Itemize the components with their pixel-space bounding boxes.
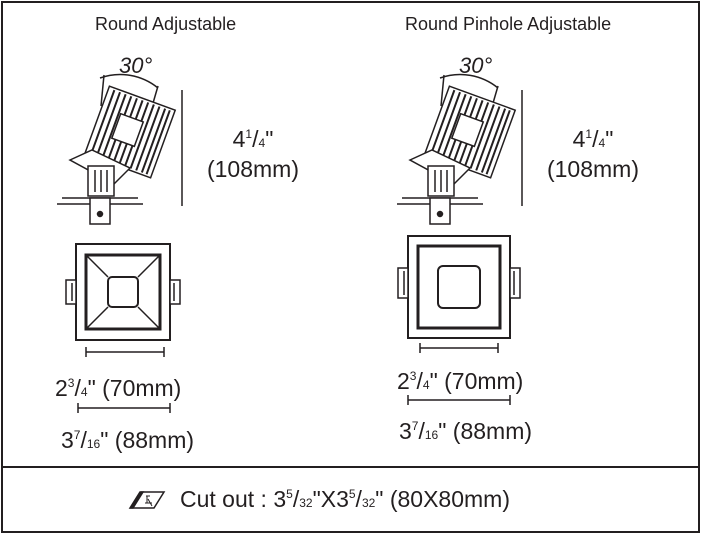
right-angle-label: 30° (459, 53, 493, 78)
left-angle-label: 30° (119, 53, 153, 78)
right-height-mm: (108mm) (546, 156, 639, 182)
cutout-text: Cut out : 35/32"X35/32" (80X80mm) (180, 486, 510, 512)
left-side-view (57, 73, 183, 225)
divider (3, 466, 700, 468)
left-title: Round Adjustable (95, 14, 237, 34)
left-outer-width: 37/16" (88mm) (61, 427, 195, 453)
left-height-mm: (108mm) (206, 156, 299, 182)
right-top-view (397, 235, 521, 405)
cutout-icon (128, 491, 166, 509)
right-height-fraction: 41/4" (572, 126, 614, 152)
right-outer-width: 37/16" (88mm) (399, 418, 533, 444)
right-side-view (397, 73, 523, 225)
left-height-fraction: 41/4" (232, 126, 274, 152)
left-inner-width: 23/4" (70mm) (55, 375, 182, 401)
right-title: Round Pinhole Adjustable (405, 14, 612, 34)
right-inner-width: 23/4" (70mm) (397, 368, 524, 394)
left-top-view (65, 243, 181, 413)
